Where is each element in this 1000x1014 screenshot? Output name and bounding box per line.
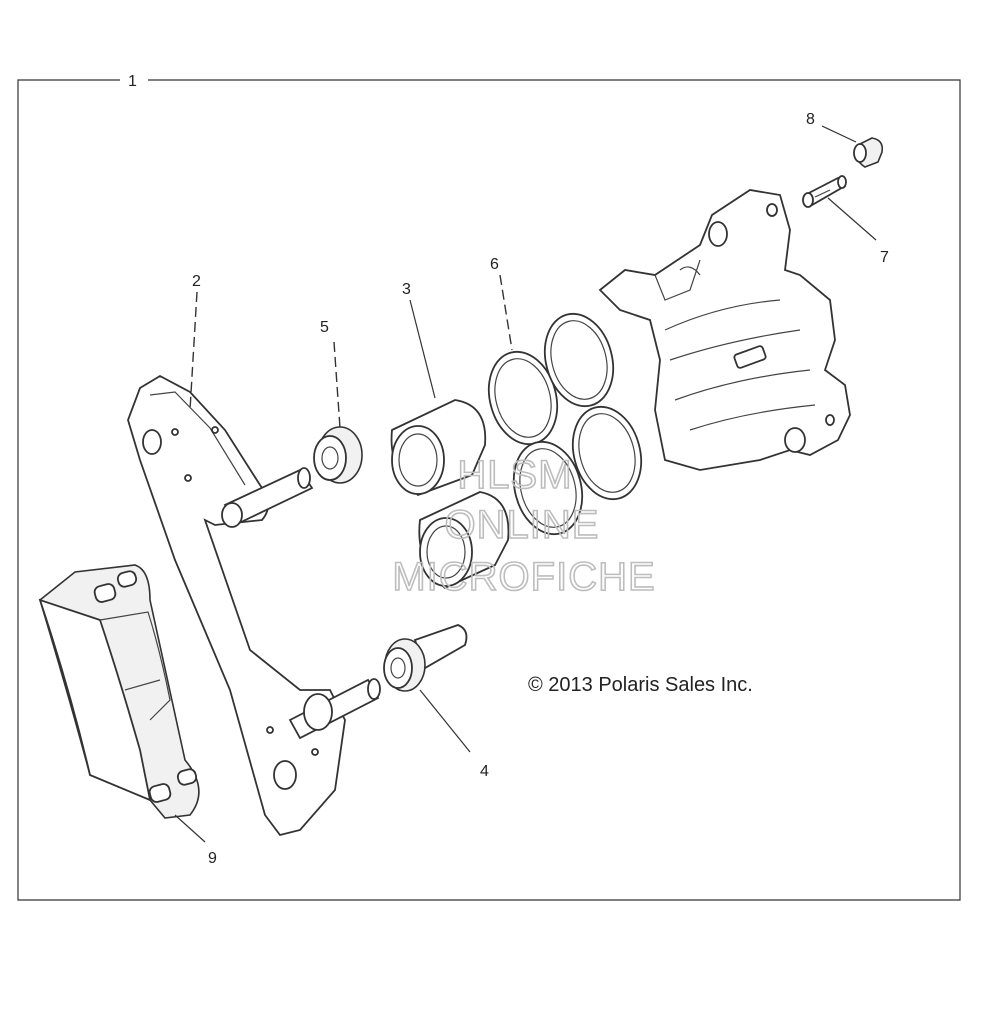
watermark-line-3: MICROFICHE (392, 555, 655, 599)
lower-pin-boot (383, 624, 468, 692)
upper-boot (313, 426, 363, 484)
watermark: HLSM ONLINE MICROFICHE (392, 452, 656, 600)
piston-lower (418, 491, 510, 590)
upper-guide-pin (221, 467, 314, 528)
callout-7: 7 (880, 249, 889, 266)
callout-4: 4 (480, 763, 489, 780)
seal-rings (487, 312, 643, 536)
lower-guide-pin (288, 678, 381, 740)
brake-pad (38, 564, 200, 819)
callout-2: 2 (192, 273, 201, 290)
watermark-line-2: ONLINE (445, 503, 600, 547)
caliper-body (598, 189, 851, 471)
callout-6: 6 (490, 256, 499, 273)
copyright-notice: © 2013 Polaris Sales Inc. (528, 674, 753, 696)
callout-1: 1 (128, 73, 137, 90)
piston-upper (390, 399, 487, 497)
callout-9: 9 (208, 850, 217, 867)
callout-3: 3 (402, 281, 411, 298)
bleeder-screw (802, 175, 847, 208)
watermark-line-1: HLSM (457, 453, 572, 497)
callout-5: 5 (320, 319, 329, 336)
bleeder-cap (853, 137, 884, 168)
diagram-frame (17, 79, 961, 901)
callout-8: 8 (806, 111, 815, 128)
